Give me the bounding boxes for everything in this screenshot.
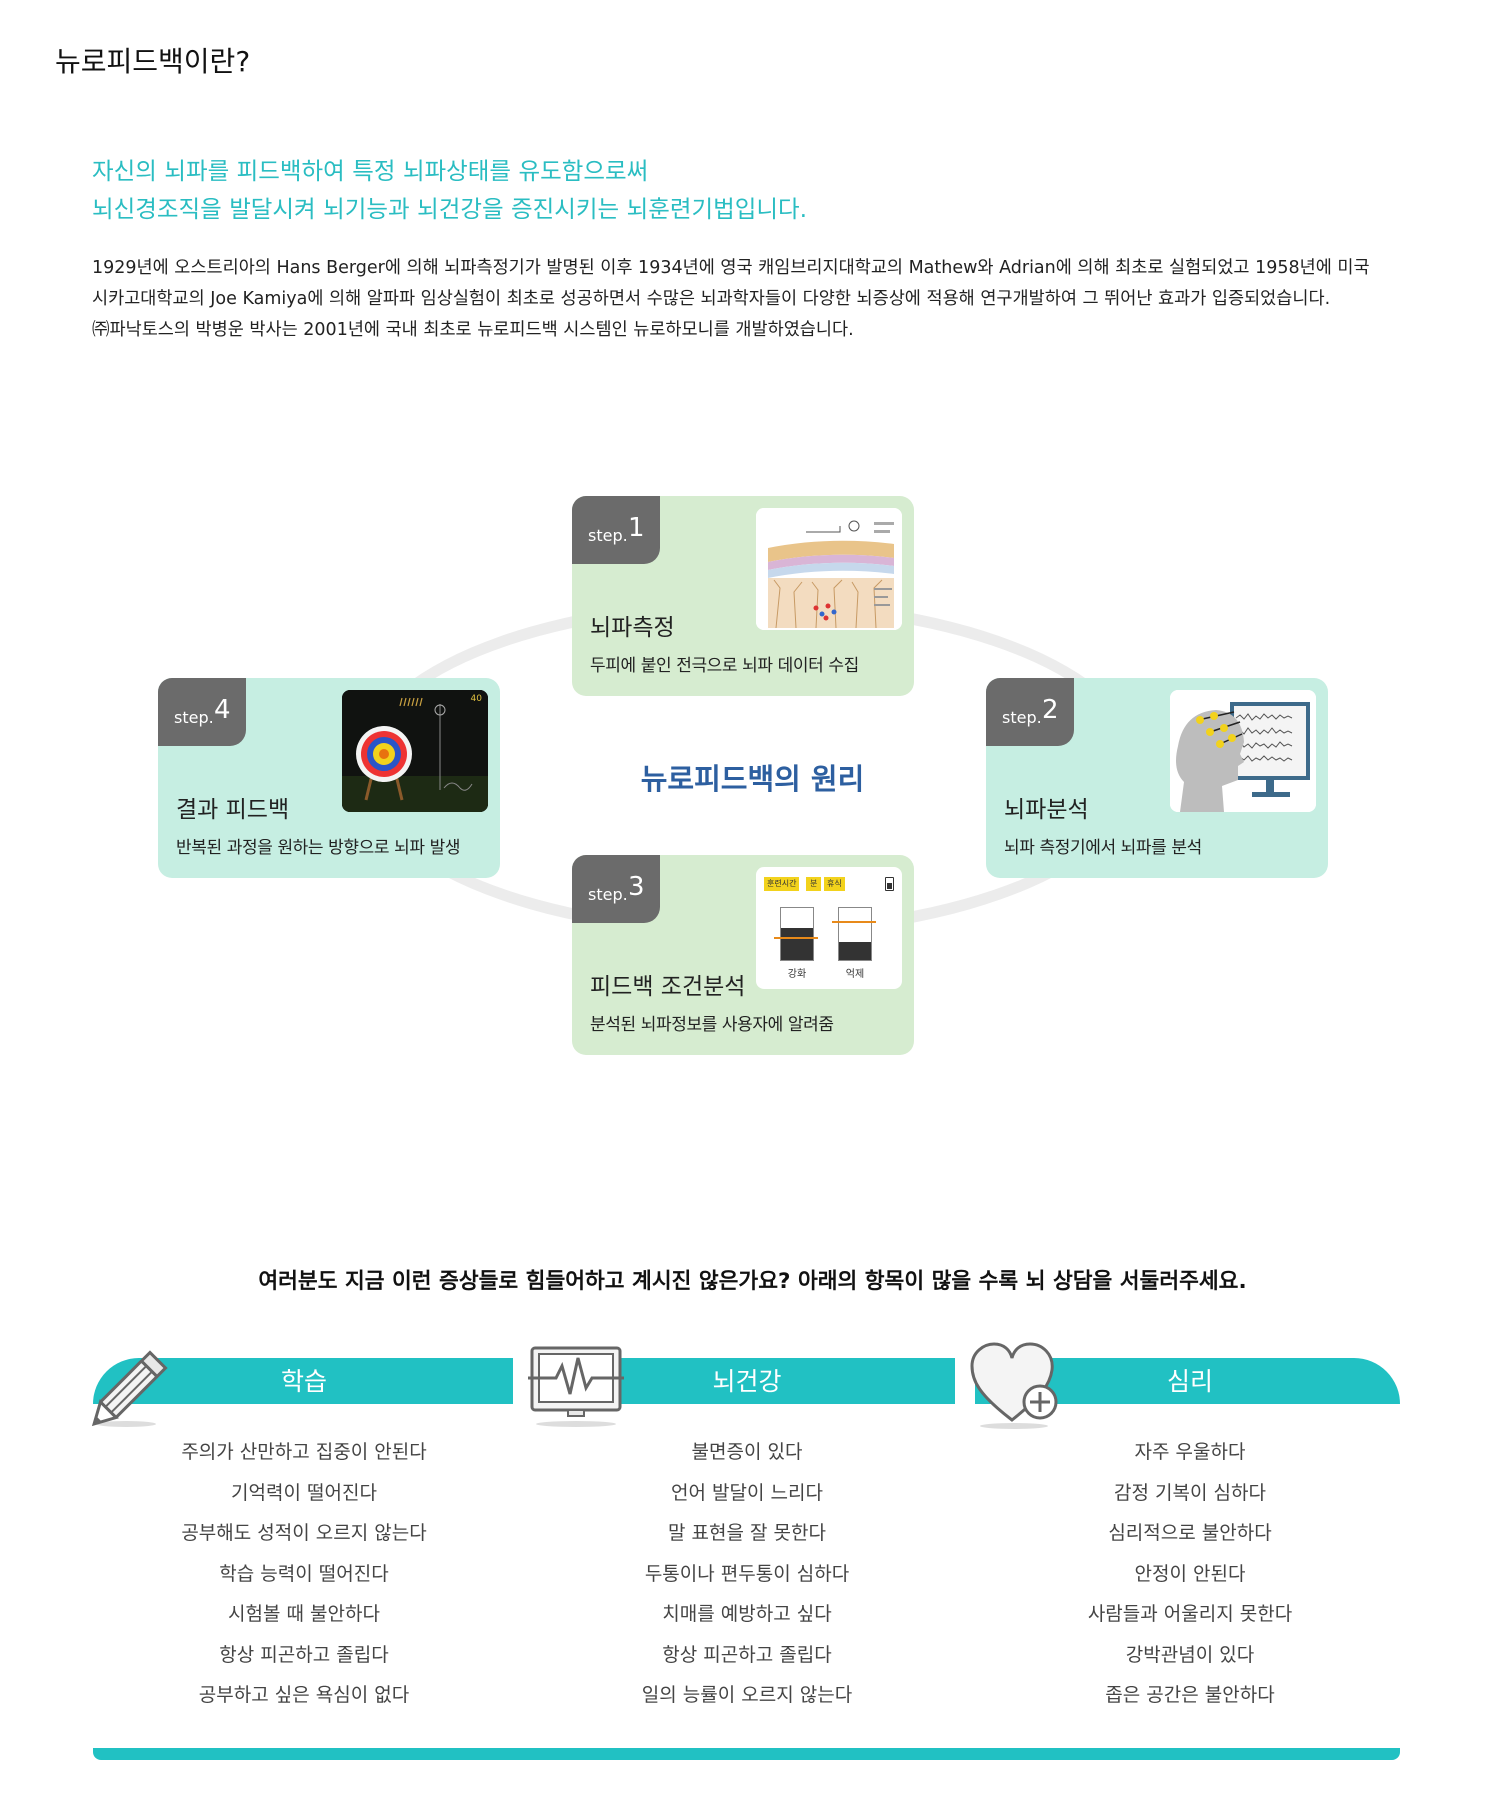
list-item: 불면증이 있다 — [691, 1441, 803, 1463]
step-prefix: step. — [1002, 708, 1042, 727]
symptom-question: 여러분도 지금 이런 증상들로 힘들어하고 계시진 않은가요? 아래의 항목이 … — [258, 1269, 1247, 1294]
list-item: 두통이나 편두통이 심하다 — [644, 1562, 850, 1585]
diagram-center-title: 뉴로피드백의 원리 — [640, 762, 865, 796]
list-item: 항상 피곤하고 졸립다 — [219, 1643, 389, 1666]
step-number: 1 — [628, 513, 645, 543]
battery-icon — [885, 877, 894, 891]
step-description: 분석된 뇌파정보를 사용자에 알려줌 — [590, 1015, 834, 1035]
game-score: 40 — [470, 694, 482, 704]
inhibit-label: 억제 — [845, 969, 865, 980]
list-item: 자주 우울하다 — [1134, 1441, 1246, 1463]
reinforce-bar — [780, 907, 814, 961]
step-prefix: step. — [588, 885, 628, 904]
list-item: 학습 능력이 떨어진다 — [219, 1562, 389, 1585]
step-tab-2: step. 2 — [986, 678, 1074, 746]
list-item: 시험볼 때 불안하다 — [228, 1603, 380, 1625]
history-paragraph-line-3: ㈜파낙토스의 박병운 박사는 2001년에 국내 최초로 뉴로피드백 시스템인 … — [92, 320, 854, 340]
list-item: 사람들과 어울리지 못한다 — [1087, 1603, 1293, 1625]
list-item: 말 표현을 잘 못한다 — [668, 1522, 826, 1544]
heart-plus-icon — [968, 1340, 1062, 1430]
step-number: 2 — [1042, 695, 1059, 725]
step-number: 3 — [628, 872, 645, 902]
list-item: 언어 발달이 느리다 — [671, 1481, 823, 1504]
lead-line-2: 뇌신경조직을 발달시켜 뇌기능과 뇌건강을 증진시키는 뇌훈련기법입니다. — [92, 195, 808, 223]
reinforce-label: 강화 — [787, 969, 807, 980]
heartbeat-monitor-icon — [528, 1344, 624, 1428]
list-item: 심리적으로 불안하다 — [1108, 1522, 1272, 1544]
step-description: 반복된 과정을 원하는 방향으로 뇌파 발생 — [176, 838, 461, 858]
rest-chip: 휴식 — [824, 877, 845, 891]
step-title: 뇌파분석 — [1004, 797, 1089, 823]
list-item: 좁은 공간은 불안하다 — [1105, 1684, 1275, 1706]
step-tab-1: step. 1 — [572, 496, 660, 564]
feedback-bars-image: 훈련시간 분 휴식 강화 억제 — [756, 867, 902, 989]
list-item: 일의 능률이 오르지 않는다 — [641, 1684, 853, 1706]
step-prefix: step. — [588, 526, 628, 545]
step-title: 피드백 조건분석 — [590, 974, 746, 1000]
step-card-3: step. 3 훈련시간 분 휴식 강화 억제 피드백 조건분석 분석된 뇌파정… — [572, 855, 914, 1055]
history-paragraph-line-2: 시카고대학교의 Joe Kamiya에 의해 알파파 임상실험이 최초로 성공하… — [92, 289, 1331, 309]
step-tab-3: step. 3 — [572, 855, 660, 923]
step-card-2: step. 2 뇌파분석 뇌파 측정기에서 뇌파를 분석 — [986, 678, 1328, 878]
reinforce-threshold — [774, 937, 818, 939]
history-paragraph-line-1: 1929년에 오스트리아의 Hans Berger에 의해 뇌파측정기가 발명된… — [92, 258, 1370, 278]
category-label-learning: 학습 — [280, 1367, 327, 1396]
symptom-list-psychology: 자주 우울하다 감정 기복이 심하다 심리적으로 불안하다 안정이 안된다 사람… — [980, 1432, 1400, 1716]
training-time-chip: 훈련시간 — [764, 877, 800, 891]
head-eeg-monitor-image — [1170, 690, 1316, 812]
step-number: 4 — [214, 695, 231, 725]
lead-line-1: 자신의 뇌파를 피드백하여 특정 뇌파상태를 유도함으로써 — [92, 157, 649, 185]
symptom-list-brain-health: 불면증이 있다 언어 발달이 느리다 말 표현을 잘 못한다 두통이나 편두통이… — [537, 1432, 957, 1716]
minute-chip: 분 — [806, 877, 822, 891]
page-title: 뉴로피드백이란? — [55, 45, 251, 78]
step-description: 뇌파 측정기에서 뇌파를 분석 — [1004, 838, 1202, 858]
list-item: 주의가 산만하고 집중이 안된다 — [181, 1441, 427, 1463]
pencil-icon — [88, 1340, 178, 1430]
step-title: 결과 피드백 — [176, 797, 290, 823]
list-item: 공부하고 싶은 욕심이 없다 — [198, 1684, 410, 1706]
list-item: 안정이 안된다 — [1134, 1562, 1246, 1585]
list-item: 기억력이 떨어진다 — [231, 1481, 377, 1504]
category-label-psychology: 심리 — [1166, 1367, 1213, 1396]
list-item: 공부해도 성적이 오르지 않는다 — [181, 1522, 427, 1544]
step-prefix: step. — [174, 708, 214, 727]
list-item: 치매를 예방하고 싶다 — [662, 1603, 832, 1625]
inhibit-bar — [838, 907, 872, 961]
list-item: 항상 피곤하고 졸립다 — [662, 1643, 832, 1666]
archery-game-image: 40 — [342, 690, 488, 812]
brain-cross-section-image — [756, 508, 902, 630]
bottom-accent-bar — [93, 1748, 1400, 1760]
symptom-list-learning: 주의가 산만하고 집중이 안된다 기억력이 떨어진다 공부해도 성적이 오르지 … — [94, 1432, 514, 1716]
step-title: 뇌파측정 — [590, 615, 675, 641]
category-label-brain-health: 뇌건강 — [712, 1367, 782, 1396]
list-item: 강박관념이 있다 — [1125, 1643, 1255, 1666]
step-card-4: step. 4 40 결과 피드백 반복된 과정을 원하는 방향으로 뇌파 발생 — [158, 678, 500, 878]
step-card-1: step. 1 뇌파측정 두피에 붙인 전극으로 뇌파 데이터 수집 — [572, 496, 914, 696]
inhibit-threshold — [832, 921, 876, 923]
step-tab-4: step. 4 — [158, 678, 246, 746]
step-description: 두피에 붙인 전극으로 뇌파 데이터 수집 — [590, 656, 859, 676]
list-item: 감정 기복이 심하다 — [1114, 1481, 1266, 1504]
